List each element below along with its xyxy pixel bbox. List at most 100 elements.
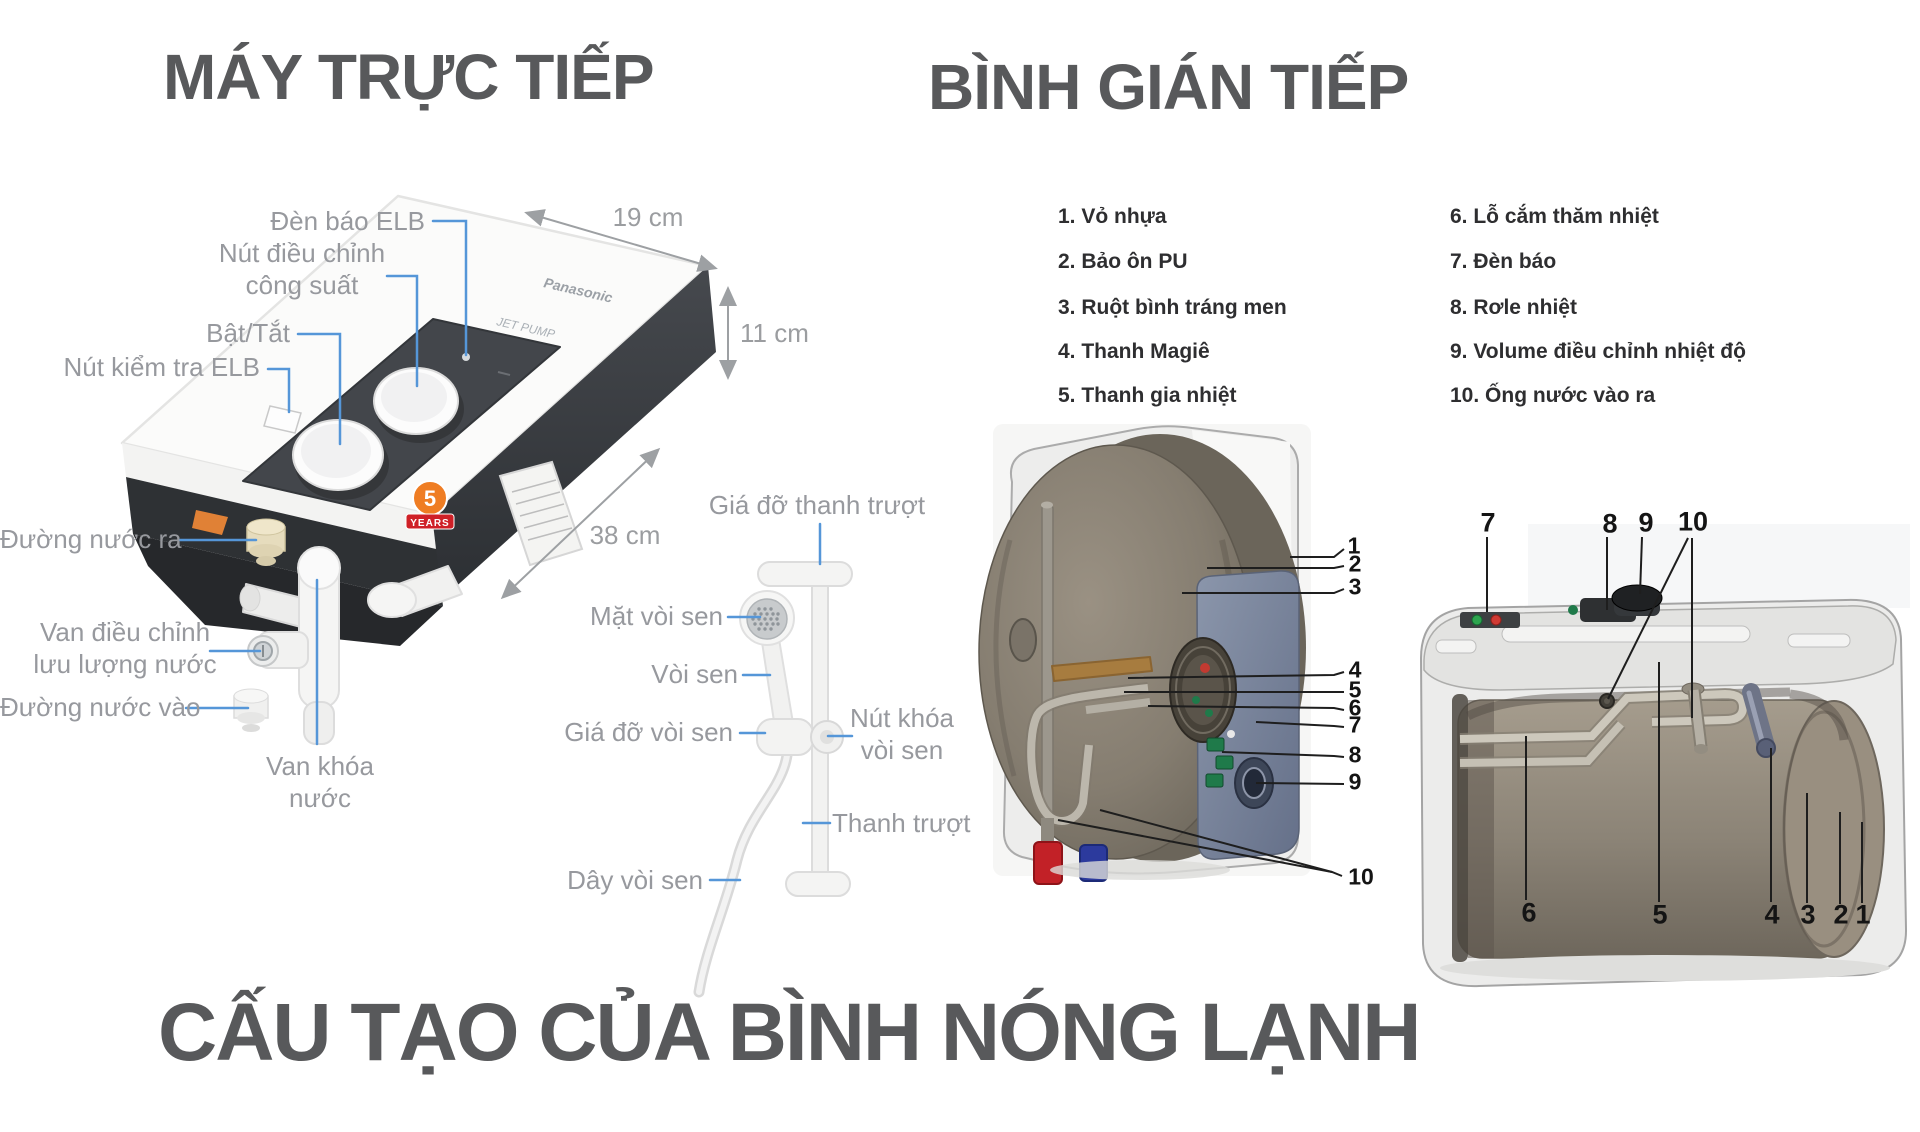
elb-test-button [263, 405, 302, 434]
thermal-relay-terminal [1206, 737, 1225, 752]
label-power-line2: công suất [245, 270, 359, 300]
callout-lines [1057, 536, 1863, 904]
list-item-2: 2. Bảo ôn PU [1058, 250, 1188, 273]
shower-hose-highlight [696, 724, 791, 995]
hot-pipe [1041, 818, 1054, 844]
tank-cutaway-front-illustration [978, 424, 1311, 885]
tank-top-band [1465, 687, 1791, 721]
label-power-line1: Nút điều chỉnh [218, 238, 386, 268]
callout-line-f8 [1221, 751, 1345, 758]
callout-side-bottom-5: 5 [1652, 899, 1668, 930]
dim-19cm: 19 cm [612, 202, 684, 232]
vertical-pipe [1041, 503, 1054, 837]
base-shadow [1440, 955, 1890, 981]
callout-side-top-7: 7 [1480, 507, 1496, 538]
tank-bolt-center [1604, 698, 1610, 704]
callout-side-bottom-6: 6 [1521, 897, 1537, 928]
list-item-6: 6. Lỗ cắm thăm nhiệt [1450, 205, 1659, 228]
label-lock-knob-line2: vòi sen [860, 735, 944, 765]
callout-front-2: 2 [1348, 550, 1362, 577]
heater-orange-part [192, 510, 228, 535]
label-flow-line1: Van điều chỉnh [39, 617, 211, 647]
shower-hose [693, 721, 794, 998]
callout-side-bottom-4: 4 [1764, 899, 1780, 930]
label-rail-bracket: Giá đỡ thanh trượt [708, 490, 926, 520]
warranty-badge: 5 YEARS [405, 480, 455, 530]
callout-line-f7 [1255, 721, 1345, 728]
heating-tube2 [1459, 721, 1624, 767]
pointer-onoff [296, 332, 342, 446]
callout-line-f6 [1147, 705, 1345, 711]
dimension-arrows [500, 209, 737, 600]
label-lock-knob-line1: Nút khóa [849, 703, 955, 733]
callout-line-f1 [1290, 548, 1345, 558]
label-onoff: Bật/Tắt [206, 318, 290, 348]
dim-38cm-arrow [500, 447, 661, 600]
label-flow-line2: lưu lượng nước [33, 649, 217, 679]
rail-top-bracket [757, 561, 853, 587]
label-hose: Dây vòi sen [567, 865, 703, 895]
badge-number: 5 [424, 486, 436, 511]
valve-assembly [233, 546, 463, 745]
heating-element-tube2 [1085, 698, 1151, 714]
list-item-7: 7. Đèn báo [1450, 250, 1557, 273]
main-knob-top [301, 424, 371, 478]
dim-11cm: 11 cm [740, 318, 809, 348]
indicator-green [1192, 696, 1200, 704]
callout-line-f9 [1255, 782, 1345, 785]
callout-side-bottom-2: 2 [1833, 899, 1849, 930]
tank-side-hole [1009, 618, 1037, 662]
shower-head-face [746, 598, 788, 640]
list-item-1: 1. Vỏ nhựa [1058, 205, 1167, 228]
deck-slot [1787, 633, 1851, 648]
base-shadow [1050, 860, 1230, 880]
title-direct-heater: MÁY TRỰC TIẾP [163, 41, 654, 113]
dim-38cm: 38 cm [589, 520, 661, 550]
tank-end-rim [1782, 710, 1866, 948]
title-indirect-tank: BÌNH GIÁN TIẾP [928, 51, 1409, 123]
rail-bottom-bracket [785, 871, 851, 897]
shower-set-illustration [693, 561, 853, 998]
indicator-green [1471, 614, 1483, 626]
callout-front-10: 10 [1348, 863, 1374, 890]
water-outlet-fitting [246, 518, 286, 566]
pipe-top [1041, 501, 1053, 509]
callout-line-s9 [1639, 536, 1643, 595]
anode-rod-end [1756, 738, 1776, 758]
hot-water-cap [1033, 841, 1063, 885]
tank-contour [993, 539, 1017, 777]
callout-front-3: 3 [1348, 573, 1362, 600]
callout-side-top-9: 9 [1638, 507, 1654, 538]
callout-front-9: 9 [1348, 768, 1362, 795]
direct-heater-illustration: Panasonic JET PUMP 5 YEARS [120, 194, 716, 745]
list-item-8: 8. Rơle nhiệt [1450, 296, 1577, 319]
label-water-out: Đường nước ra [0, 524, 182, 554]
badge-text: YEARS [410, 518, 449, 529]
pointer-power-knob [385, 274, 419, 388]
shower-wand [761, 638, 794, 729]
callout-side-bottom-1: 1 [1855, 899, 1871, 930]
relay-terminal [1568, 605, 1578, 615]
title-bottom: CẤU TẠO CỦA BÌNH NÓNG LẠNH [158, 987, 1421, 1078]
pointer-elb-test [266, 367, 291, 414]
callout-side-top-10: 10 [1677, 506, 1709, 537]
thermal-relay-terminal [1205, 773, 1224, 788]
callout-front-7: 7 [1348, 711, 1362, 738]
indicator-red [1490, 614, 1502, 626]
thermostat-cap [1611, 584, 1663, 612]
label-rail: Thanh trượt [832, 808, 971, 838]
pointer-elb-light [431, 219, 468, 357]
callout-front-5: 5 [1348, 676, 1362, 703]
label-elb-light: Đèn báo ELB [270, 206, 425, 236]
pointer-lines [178, 219, 854, 882]
label-lock-line2: nước [289, 783, 351, 813]
list-item-10: 10. Ống nước vào ra [1450, 384, 1656, 407]
callout-side-bottom-3: 3 [1800, 899, 1816, 930]
label-head-face: Mặt vòi sen [590, 601, 723, 631]
shower-head-nozzles [751, 607, 780, 631]
label-elb-test: Nút kiểm tra ELB [63, 352, 260, 382]
